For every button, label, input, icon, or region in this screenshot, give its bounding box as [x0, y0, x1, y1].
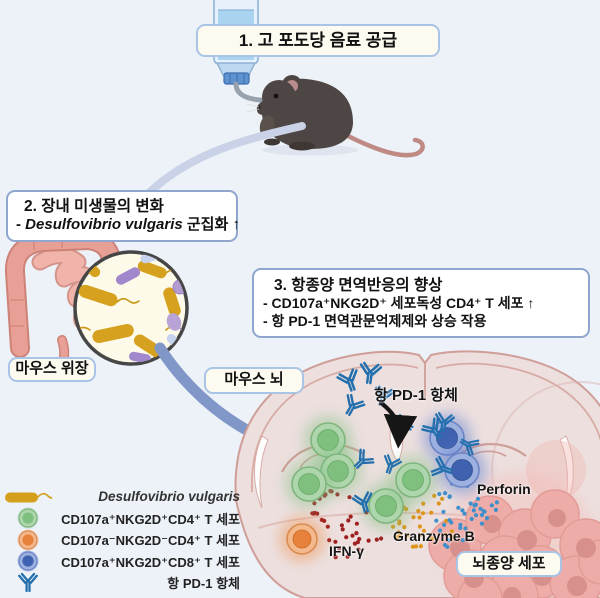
- mouse-illustration: [246, 75, 425, 158]
- arrow-antibody-to-cells: [378, 400, 418, 449]
- mouse-stomach-label-box: 마우스 위장: [8, 357, 96, 382]
- step2-bullet: - Desulfovibrio vulgaris 군집화 ↑: [16, 216, 240, 234]
- legend-row-bacterium: Desulfovibrio vulgaris: [2, 486, 242, 508]
- granzyme-b-label: Granzyme B: [393, 528, 475, 544]
- legend-row-blue-cell: CD107a⁺NKG2D⁺CD8⁺ T 세포: [2, 550, 242, 573]
- step3-bullet2: - 항 PD-1 면역관문억제제와 상승 작용: [263, 312, 487, 329]
- step3-title: 3. 항종양 면역반응의 향상: [274, 276, 443, 294]
- arrow-step1-to-step2: [146, 122, 306, 196]
- green-cell-icon: [2, 507, 54, 529]
- step2-title: 2. 장내 미생물의 변화: [24, 197, 164, 215]
- step1-label-box: 1. 고 포도당 음료 공급: [196, 24, 440, 57]
- legend-label: 항 PD-1 항체: [167, 576, 240, 592]
- blue-cell-icon: [2, 550, 54, 572]
- legend-label: Desulfovibrio vulgaris: [98, 489, 240, 505]
- orange-cell-icon: [2, 529, 54, 551]
- tumor-text: 뇌종양 세포: [472, 554, 546, 572]
- mouse-brain-label-box: 마우스 뇌: [204, 367, 304, 394]
- step1-text: 1. 고 포도당 음료 공급: [238, 30, 398, 50]
- species-name: Desulfovibrio vulgaris: [25, 216, 183, 234]
- step3-label-box: 3. 항종양 면역반응의 향상 - CD107a⁺NKG2D⁺ 세포독성 CD4…: [252, 268, 590, 338]
- anti-pd1-label: 항 PD-1 항체: [374, 387, 458, 404]
- mouse-brain-text: 마우스 뇌: [224, 371, 284, 389]
- legend-label: CD107a⁻NKG2D⁻CD4⁺ T 세포: [61, 533, 240, 549]
- step3-bullet1: - CD107a⁺NKG2D⁺ 세포독성 CD4⁺ T 세포 ↑: [263, 295, 535, 312]
- bacterium-icon: [2, 490, 54, 504]
- legend-row-antibody: 항 PD-1 항체: [2, 572, 242, 594]
- legend: Desulfovibrio vulgaris CD107a⁺NKG2D⁺CD4⁺…: [2, 486, 242, 594]
- ifn-gamma-label: IFN-γ: [329, 543, 364, 559]
- step2-label-box: 2. 장내 미생물의 변화 - Desulfovibrio vulgaris 군…: [6, 190, 240, 242]
- legend-row-green-cell: CD107a⁺NKG2D⁺CD4⁺ T 세포: [2, 507, 242, 530]
- perforin-label: Perforin: [477, 481, 531, 497]
- mouse-stomach-text: 마우스 위장: [15, 360, 89, 378]
- antibody-icon: [2, 571, 54, 595]
- cd4-orange-cell: [279, 516, 325, 562]
- tumor-label-box: 뇌종양 세포: [456, 551, 562, 577]
- legend-label: CD107a⁺NKG2D⁺CD4⁺ T 세포: [61, 511, 240, 527]
- legend-row-orange-cell: CD107a⁻NKG2D⁻CD4⁺ T 세포: [2, 529, 242, 551]
- legend-label: CD107a⁺NKG2D⁺CD8⁺ T 세포: [61, 554, 240, 570]
